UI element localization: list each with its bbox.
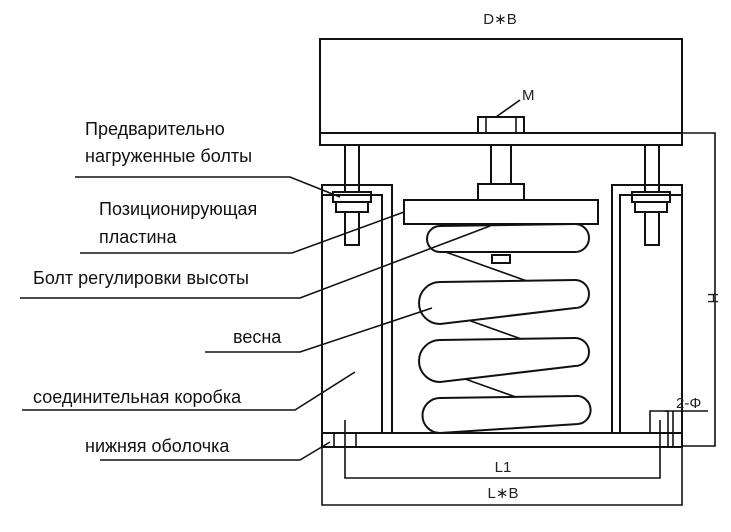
label-spring: весна [233,327,282,347]
positioning-plate [403,199,599,225]
label-height-bolt: Болт регулировки высоты [33,268,249,288]
spring [418,222,592,435]
dim-height-label: H [704,293,721,304]
label-preloaded-bolts-1: Предварительно [85,119,225,139]
label-junction-box: соединительная коробка [33,387,242,407]
bottom-shell [321,410,708,448]
label-bottom-shell: нижняя оболочка [85,436,230,456]
junction-box [321,184,683,433]
dim-bolt-label: M [522,87,535,104]
dimension-lines [321,132,716,506]
leader-lines [20,176,491,461]
dim-inner-length-label: L1 [495,459,512,476]
label-positioning-plate-2: пластина [99,227,178,247]
dim-holes-label: 2-Φ [676,395,701,412]
label-positioning-plate-1: Позиционирующая [99,199,257,219]
dim-bottom-label: L∗B [488,485,519,502]
label-preloaded-bolts-2: нагруженные болты [85,146,252,166]
dim-top-label: D∗B [483,11,516,28]
top-nut [477,99,525,134]
